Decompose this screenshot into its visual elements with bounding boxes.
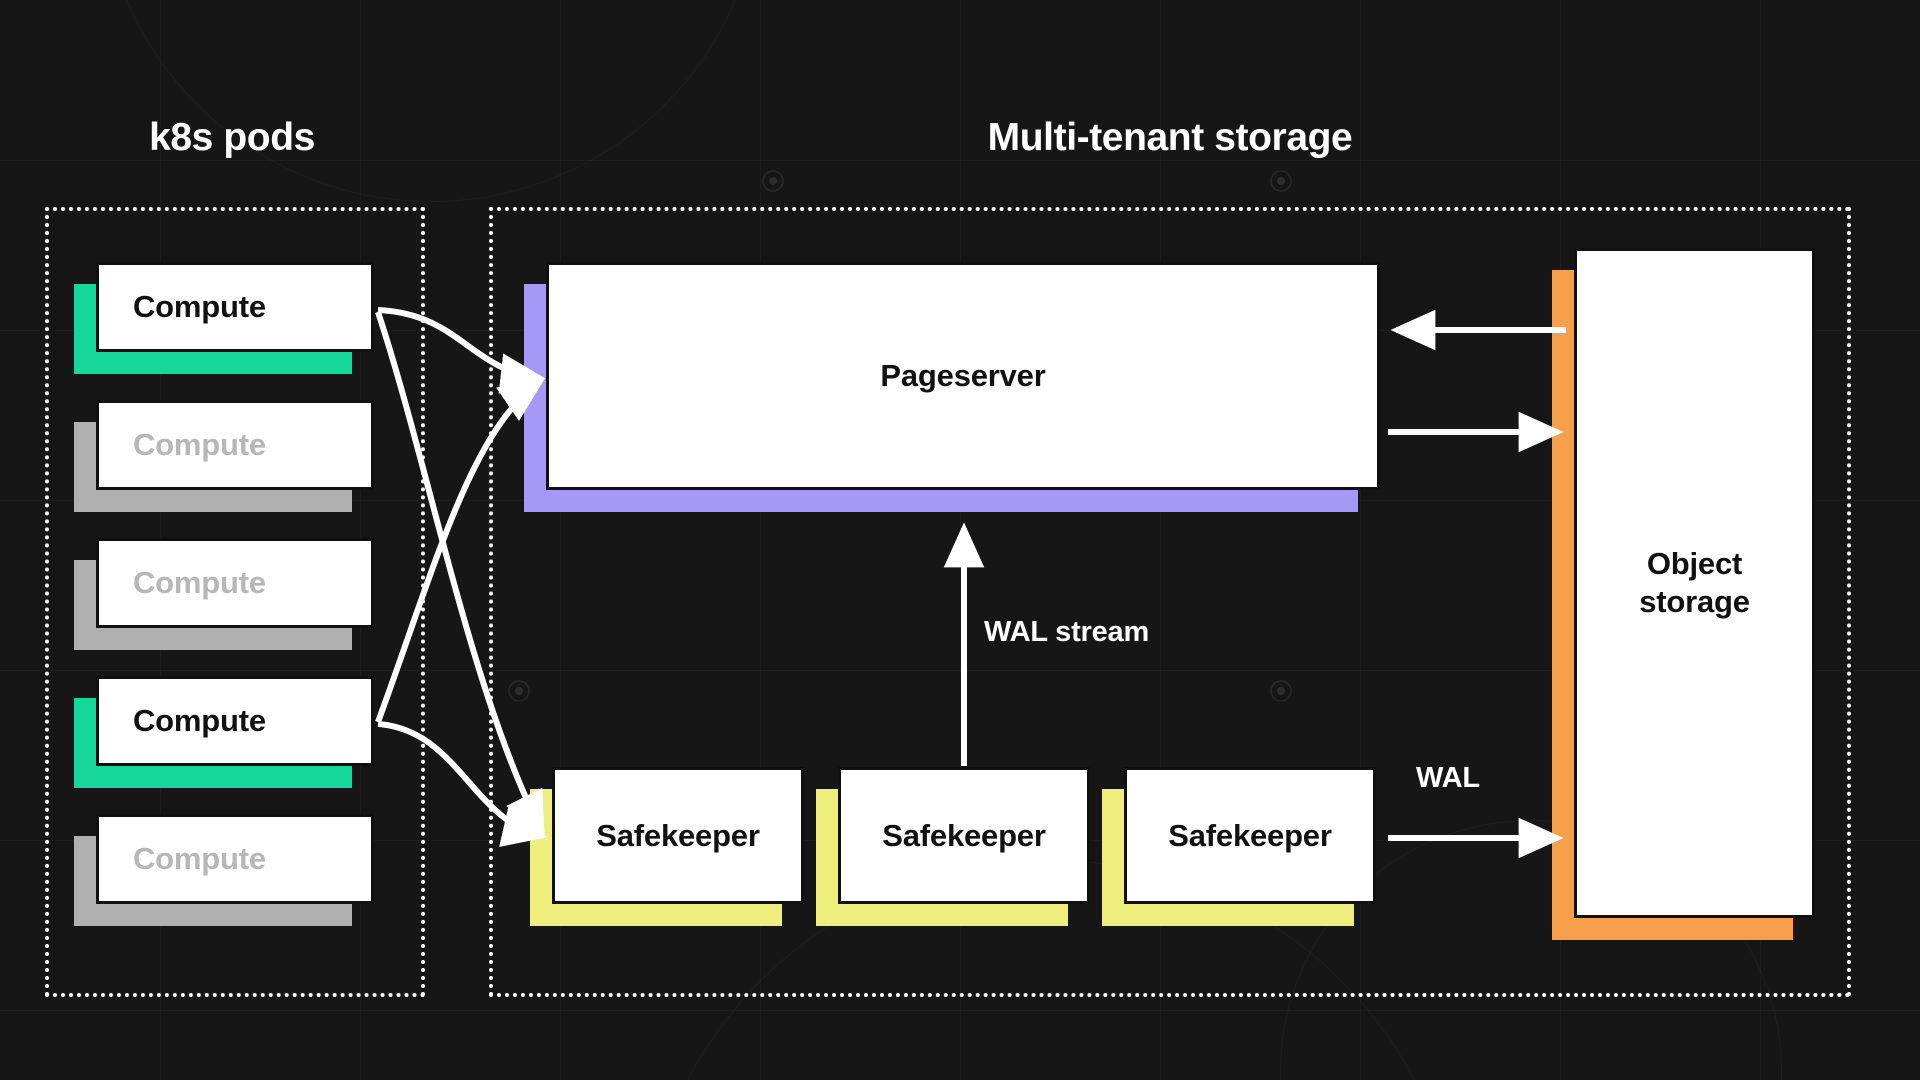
node-shadow	[74, 836, 352, 926]
node-compute-2[interactable]: Compute	[74, 400, 374, 512]
node-card: Pageserver	[546, 262, 1380, 490]
node-pageserver[interactable]: Pageserver	[524, 262, 1380, 512]
node-shadow	[1102, 789, 1354, 926]
node-shadow	[74, 284, 352, 374]
node-label: Safekeeper	[882, 817, 1046, 853]
node-label: Pageserver	[880, 358, 1046, 394]
node-shadow	[74, 560, 352, 650]
node-label: Safekeeper	[596, 817, 760, 853]
node-safekeeper-3[interactable]: Safekeeper	[1102, 767, 1376, 926]
node-safekeeper-2[interactable]: Safekeeper	[816, 767, 1090, 926]
node-compute-1[interactable]: Compute	[74, 262, 374, 374]
node-label: Compute	[133, 289, 266, 325]
node-card: Compute	[96, 676, 374, 766]
node-card: Object storage	[1574, 248, 1815, 918]
node-label: Compute	[133, 565, 266, 601]
node-card: Safekeeper	[1124, 767, 1376, 904]
node-card: Safekeeper	[838, 767, 1090, 904]
node-label-line-2: storage	[1639, 584, 1750, 619]
node-card: Safekeeper	[552, 767, 804, 904]
node-compute-5[interactable]: Compute	[74, 814, 374, 926]
edge-label-wal: WAL	[1416, 762, 1480, 794]
node-card: Compute	[96, 538, 374, 628]
node-card: Compute	[96, 814, 374, 904]
node-compute-3[interactable]: Compute	[74, 538, 374, 650]
node-safekeeper-1[interactable]: Safekeeper	[530, 767, 804, 926]
node-label: Compute	[133, 427, 266, 463]
node-shadow	[74, 422, 352, 512]
grid-node-dot	[762, 170, 784, 192]
node-shadow	[74, 698, 352, 788]
group-title-k8s-pods: k8s pods	[149, 116, 315, 159]
group-title-multi-tenant-storage: Multi-tenant storage	[987, 116, 1353, 159]
node-label: Safekeeper	[1168, 817, 1332, 853]
edge-label-wal-stream: WAL stream	[984, 616, 1150, 648]
background-arc	[100, 0, 762, 202]
node-card: Compute	[96, 262, 374, 352]
node-label: Compute	[133, 703, 266, 739]
node-shadow	[816, 789, 1068, 926]
node-label-line-1: Object	[1646, 546, 1743, 582]
node-compute-4[interactable]: Compute	[74, 676, 374, 788]
node-object-storage[interactable]: Object storage	[1552, 248, 1815, 940]
node-label: Compute	[133, 841, 266, 877]
grid-node-dot	[1270, 170, 1292, 192]
node-label: Object storage	[1639, 545, 1750, 621]
node-card: Compute	[96, 400, 374, 490]
